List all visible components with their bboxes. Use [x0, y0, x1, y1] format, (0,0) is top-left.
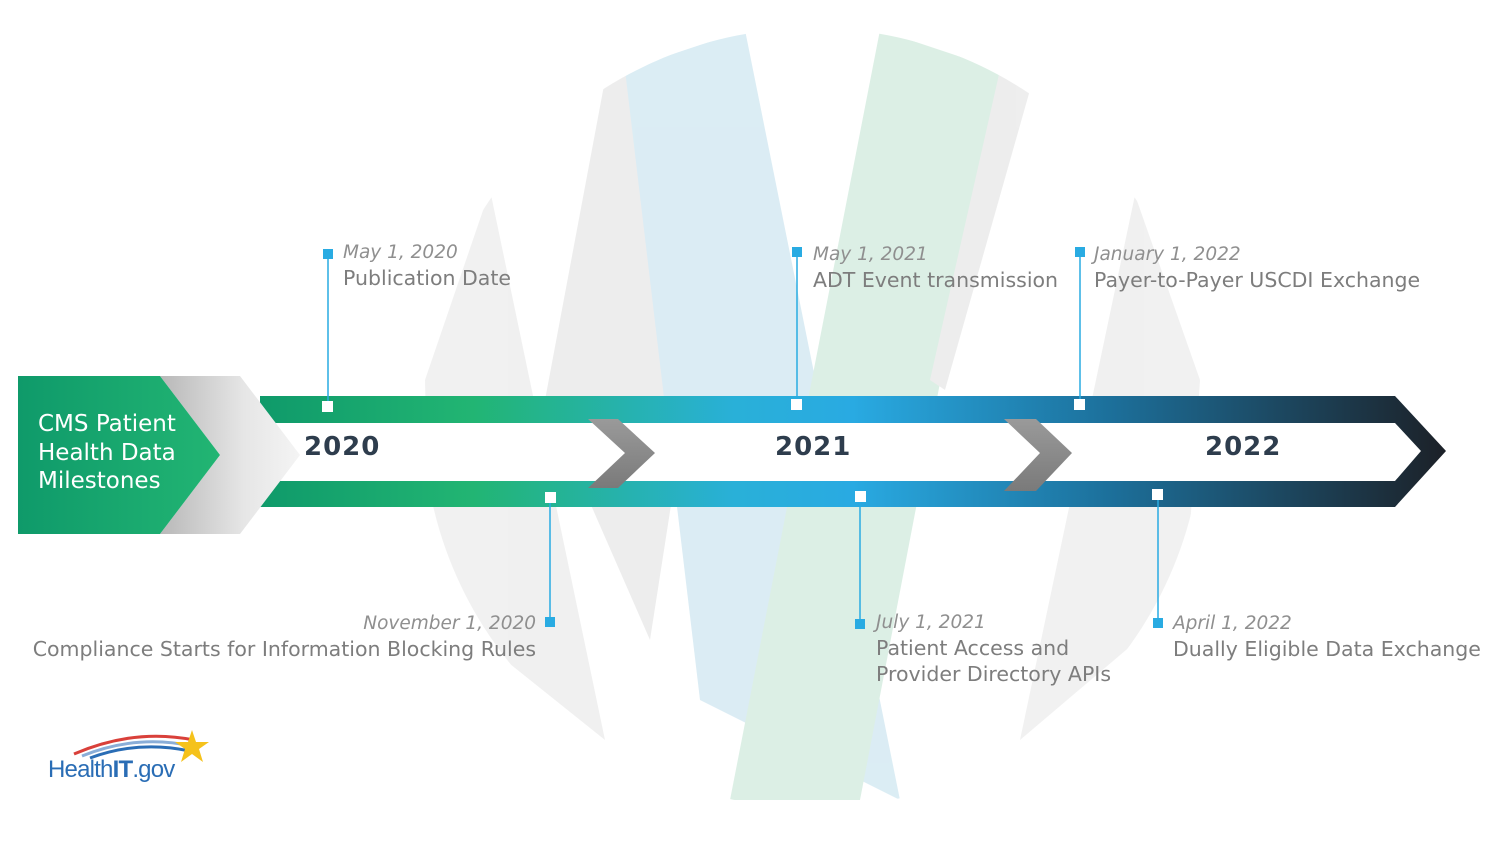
marker-jul-2021	[855, 491, 866, 629]
title-connector	[160, 376, 300, 534]
year-2020: 2020	[304, 432, 381, 462]
year-2022: 2022	[1205, 432, 1282, 462]
chevron-2022	[1004, 419, 1072, 491]
milestone-label: Patient Access and Provider Directory AP…	[876, 636, 1112, 686]
milestone-dually-eligible: April 1, 2022 Dually Eligible Data Excha…	[1173, 612, 1481, 662]
logo-swoosh-icon	[73, 730, 209, 762]
milestone-label: Compliance Starts for Information Blocki…	[32, 637, 536, 661]
milestone-publication: May 1, 2020 Publication Date	[343, 241, 511, 291]
milestone-compliance: November 1, 2020 Compliance Starts for I…	[33, 612, 536, 662]
milestone-label: Dually Eligible Data Exchange	[1173, 637, 1481, 661]
milestone-date: May 1, 2021	[813, 244, 928, 265]
healthit-logo: HealthIT.gov	[44, 726, 224, 796]
chevron-2021	[588, 419, 655, 488]
title-block	[18, 376, 220, 534]
marker-nov-2020	[545, 492, 556, 627]
milestone-date: April 1, 2022	[1173, 613, 1292, 634]
marker-apr-2022	[1152, 489, 1163, 628]
milestone-date: May 1, 2020	[343, 242, 458, 263]
marker-may-2020	[322, 249, 333, 412]
timeline-channel	[262, 423, 1421, 481]
milestone-label: ADT Event transmission	[813, 268, 1059, 292]
logo-text-gov: .gov	[132, 756, 175, 783]
logo-text-it: IT	[112, 756, 134, 783]
logo-text: HealthIT.gov	[48, 756, 175, 784]
marker-may-2021	[791, 247, 802, 410]
milestone-payer-to-payer: January 1, 2022 Payer-to-Payer USCDI Exc…	[1094, 243, 1420, 293]
milestone-date: November 1, 2020	[363, 613, 536, 634]
timeline-title: CMS Patient Health Data Milestones	[38, 411, 176, 494]
year-2021: 2021	[775, 432, 852, 462]
milestone-label: Payer-to-Payer USCDI Exchange	[1094, 268, 1421, 292]
milestone-label: Publication Date	[343, 266, 512, 290]
logo-text-health: Health	[48, 756, 113, 783]
marker-jan-2022	[1074, 247, 1085, 410]
milestone-adt: May 1, 2021 ADT Event transmission	[813, 243, 1058, 293]
milestone-date: July 1, 2021	[876, 612, 986, 633]
milestone-date: January 1, 2022	[1094, 244, 1241, 265]
milestone-patient-access: July 1, 2021 Patient Access and Provider…	[876, 611, 1111, 687]
